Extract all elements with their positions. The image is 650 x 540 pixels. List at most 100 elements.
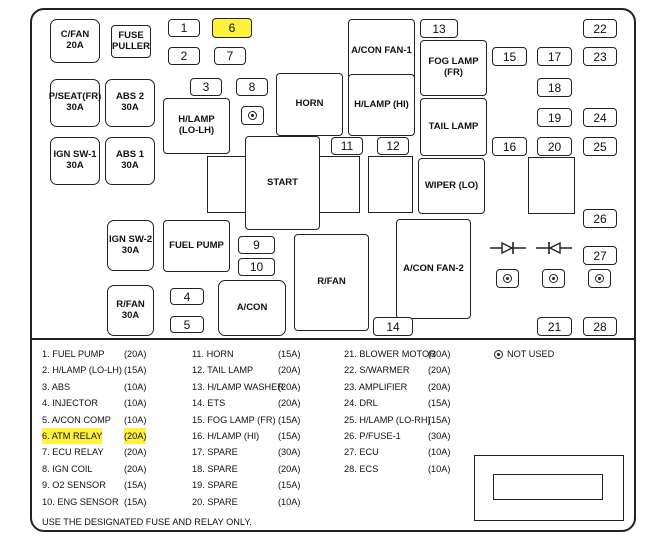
legend-item: 2. H/LAMP (LO-LH)(15A) [42,362,172,378]
legend-item-amp: (15A) [278,414,301,425]
legend-item-amp: (10A) [124,414,147,425]
legend-item-name: 1. FUEL PUMP [42,349,105,359]
fuse-slot-4: 4 [170,288,204,305]
legend-item-name: 5. A/CON COMP [42,414,111,425]
relay-start: START [245,136,320,230]
start-relay-tab-left [207,156,248,213]
fuse-slot-10: 10 [238,258,275,276]
fuse-slot-24: 24 [583,108,617,127]
legend-item: 10. ENG SENSOR (15A) [42,494,172,510]
relay-hlamp-hi: H/LAMP (HI) [348,74,415,136]
fuse-slot-19: 19 [537,108,572,127]
legend-item: 22. S/WARMER(20A) [344,362,474,378]
fuse-slot-25: 25 [583,137,617,156]
legend-item-name: 4. INJECTOR [42,398,98,409]
legend-item: 23. AMPLIFIER(20A) [344,379,474,395]
legend-item-name: 7. ECU RELAY [42,447,104,458]
not-used-icon [494,349,503,359]
legend-item: 21. BLOWER MOTOR(30A) [344,346,474,362]
relay-socket-empty [368,156,413,213]
legend-item-amp: (30A) [428,349,451,359]
diode-right-icon [536,241,572,255]
legend-item-amp: (15A) [278,480,301,491]
legend-column-2: 11. HORN (15A) 12. TAIL LAMP(20A) 13. H/L… [192,346,322,510]
relay-horn: HORN [276,73,343,136]
legend-item-name: 18. SPARE [192,463,238,474]
legend-item-amp: (20A) [278,381,301,392]
legend-item-name: 28. ECS [344,463,379,474]
legend-item-amp: (20A) [124,349,147,359]
relay-rfan: R/FAN [294,234,369,331]
legend-item: 9. O2 SENSOR(15A) [42,477,172,493]
legend-item: 28. ECS (10A) [344,461,474,477]
fuse-slot-1: 1 [168,19,200,37]
fuse-slot-12: 12 [377,137,409,155]
fuse-slot-17: 17 [537,47,572,66]
legend-item-name: 11. HORN [192,349,234,359]
fuse-slot-16: 16 [492,137,527,156]
legend-item-amp: (10A) [124,381,147,392]
legend-item-name: 2. H/LAMP (LO-LH) [42,365,122,376]
legend-item: 8. IGN COIL(20A) [42,461,172,477]
legend-item: 19. SPARE (15A) [192,477,322,493]
fuse-slot-27: 27 [583,246,617,265]
fuse-slot-11: 11 [331,137,363,155]
legend-item-amp: (30A) [278,447,301,458]
fuse-slot-6: 6 [212,18,252,38]
legend-item-highlighted: 6. ATM RELAY(20A) [42,427,172,445]
fuse-slot-5: 5 [170,316,204,333]
relay-fuel-pump: FUEL PUMP [163,220,230,272]
fuse-slot-14: 14 [373,317,413,336]
legend-item: 25. H/LAMP (LO-RH)(15A) [344,412,474,428]
fuse-rfan-small: R/FAN 30A [107,285,154,336]
legend-item: 4. INJECTOR (10A) [42,395,172,411]
legend-item: 12. TAIL LAMP(20A) [192,362,322,378]
fuse-slot-3: 3 [190,78,222,96]
legend-item-amp: (30A) [428,430,451,441]
legend-item-amp: (15A) [124,496,147,507]
legend-item-amp: (10A) [428,463,451,474]
relay-wiper-lo: WIPER (LO) [418,158,485,214]
fuse-ignsw2: IGN SW-2 30A [107,220,154,271]
not-used-socket [588,269,611,288]
diode-left-icon [490,241,526,255]
legend-item-amp: (15A) [124,365,147,376]
fuse-slot-2: 2 [168,47,200,65]
relay-fog-lamp: FOG LAMP (FR) [420,40,487,96]
legend-item: 17. SPARE(30A) [192,444,322,460]
fuse-slot-15: 15 [492,47,527,66]
legend-item-name: 8. IGN COIL [42,463,93,474]
start-relay-tab-right [319,156,360,213]
fuse-slot-26: 26 [583,209,617,228]
legend-item: 14. ETS(20A) [192,395,322,411]
legend-item-name: 3. ABS [42,381,71,392]
legend-item-amp: (20A) [278,398,301,409]
legend-item-name: 24. DRL [344,398,378,409]
legend-item-name: 20. SPARE [192,496,238,507]
not-used-socket [241,106,264,125]
legend-item: 13. H/LAMP WASHER(20A) [192,379,322,395]
fuse-slot-28: 28 [583,317,617,336]
legend-item-name: 10. ENG SENSOR [42,496,119,507]
legend-item-amp: (20A) [428,381,451,392]
legend-item-amp: (10A) [124,398,147,409]
legend-item: 15. FOG LAMP (FR)(15A) [192,412,322,428]
label-box-inner [493,474,603,500]
fuse-box-outline [30,8,636,532]
fuse-slot-20: 20 [537,137,572,156]
legend-item-name: 6. ATM RELAY [42,427,103,445]
legend-item-amp: (10A) [428,447,451,458]
legend-item-name: 15. FOG LAMP (FR) [192,414,276,425]
legend-item-name: 19. SPARE [192,480,238,491]
footnote: USE THE DESIGNATED FUSE AND RELAY ONLY. [42,517,252,527]
legend-column-3: 21. BLOWER MOTOR(30A) 22. S/WARMER(20A) … [344,346,474,477]
legend-item-amp: (20A) [278,365,301,376]
legend-item-amp: (15A) [428,398,451,409]
legend-item-name: 27. ECU [344,447,379,458]
legend-item-name: 25. H/LAMP (LO-RH) [344,414,431,425]
legend-item: 18. SPARE(20A) [192,461,322,477]
fuse-abs1: ABS 1 30A [105,137,155,185]
fuse-cfan: C/FAN 20A [50,19,100,63]
legend-item-amp: (15A) [278,430,301,441]
fuse-slot-9: 9 [238,236,275,254]
